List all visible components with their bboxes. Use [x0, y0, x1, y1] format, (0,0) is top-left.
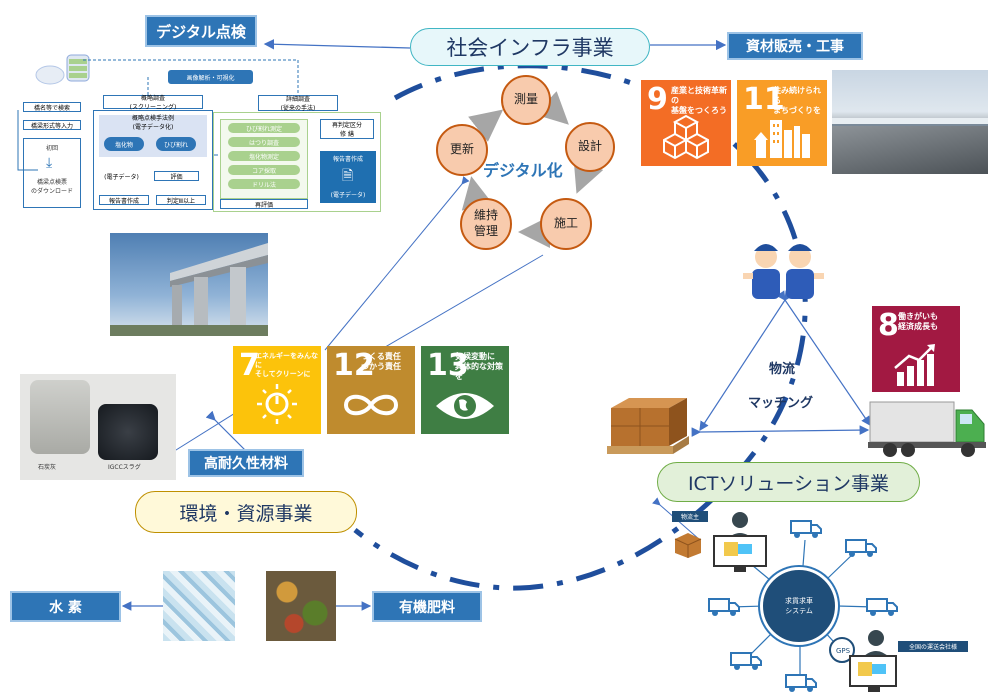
organic-fertilizer-label: 有機肥料	[372, 591, 482, 622]
growth-chart-icon	[894, 344, 935, 386]
document-icon: 🗎	[342, 168, 354, 184]
carriers-label: 全国の運送会社様	[898, 641, 968, 652]
detail-panel: ひび割れ測定 はつり調査 塩化物測定 コア採取 ドリル法 再評価 再判定区分 修…	[213, 112, 381, 212]
workers-illustration	[743, 244, 824, 299]
mini-truck-icon	[845, 539, 877, 557]
cubes-icon	[663, 114, 709, 160]
mini-truck-icon	[790, 520, 822, 538]
infra-business-pill: 社会インフラ事業	[410, 28, 650, 66]
sdg-12-tile: 12 つくる責任 つかう責任	[327, 346, 415, 434]
coal-ash-label: 石炭灰	[38, 464, 57, 471]
igcc-slag-label: IGCCスラグ	[108, 464, 141, 471]
carriers-terminal-icon: GPS	[829, 630, 897, 692]
judge-box: 判定Ⅲ以上	[156, 195, 206, 205]
bridge-road-photo	[832, 70, 988, 174]
hydrogen-label: 水 素	[10, 591, 121, 622]
logistics-label: 物流	[769, 362, 796, 377]
download-icon: ⤓	[46, 155, 53, 171]
report-file-box: 報告書作成 🗎 (電子データ)	[320, 151, 376, 203]
matching-label: マッチング	[748, 396, 814, 411]
materials-sales-label: 資材販売・工事	[727, 32, 863, 60]
buildings-icon	[754, 120, 810, 158]
manufacturer-terminal-icon	[713, 512, 767, 572]
screening-panel: 概略点検手法例 (電子データ化) 塩化物 ひび割れ (電子データ) 評価 報告書…	[93, 110, 213, 210]
repair-box: 再判定区分 修 繕	[320, 119, 374, 139]
crack-pill: ひび割れ	[156, 137, 196, 151]
sdg-8-tile: 8 働きがいも 経済成長も	[872, 306, 960, 392]
cycle-renewal: 更新	[436, 124, 488, 176]
env-business-pill: 環境・資源事業	[135, 491, 357, 533]
plastic-bottles-photo	[163, 571, 235, 641]
parcel-icon	[674, 533, 702, 558]
high-durability-label: 高耐久性材料	[188, 449, 304, 477]
mini-truck-icon	[708, 598, 740, 616]
detail-header: 詳細調査 (従来の手法)	[258, 95, 338, 112]
infinity-icon	[343, 394, 399, 416]
manufacturer-label: 物流主	[672, 511, 708, 522]
sdg-9-tile: 9 産業と技術革新の 基盤をつくろう	[641, 80, 731, 166]
report-box: 報告書作成	[99, 195, 149, 205]
inspection-flow-diagram: 画像解析・可視化 橋名等で検索 橋梁形式等入力 初回 ⤓ 橋梁点検票 のダウンロ…	[8, 50, 388, 225]
mini-truck-icon	[866, 598, 898, 616]
sdg-11-tile: 11 住み続けられる まちづくりを	[737, 80, 827, 166]
sun-power-icon	[257, 384, 297, 424]
coal-ash-samples-photo: 石炭灰 IGCCスラグ	[20, 374, 176, 480]
cycle-survey: 測量	[501, 75, 551, 125]
salt-pill: 塩化物	[104, 137, 144, 151]
mini-truck-icon	[730, 652, 762, 670]
download-box: 初回 ⤓ 橋梁点検票 のダウンロード	[23, 138, 81, 208]
digitalization-label: デジタル化	[483, 161, 563, 180]
mini-truck-icon	[785, 674, 817, 692]
truck-icon	[868, 401, 986, 457]
cargo-boxes-icon	[607, 398, 689, 454]
earth-eye-icon	[436, 393, 494, 419]
sdg-13-tile: 13 気候変動に 具体的な対策を	[421, 346, 509, 434]
reevaluate-box: 再評価	[220, 199, 308, 209]
ict-hub-circle: 求貨求車 システム	[760, 567, 838, 645]
cloud-database-icon	[35, 54, 90, 85]
bridge-search-box: 橋名等で検索	[23, 102, 81, 112]
food-waste-photo	[266, 571, 336, 641]
ict-business-pill: ICTソリューション事業	[657, 462, 920, 502]
highway-bridge-photo	[110, 233, 268, 336]
bridge-input-box: 橋梁形式等入力	[23, 120, 81, 130]
screening-header: 概略調査 (スクリーニング)	[103, 95, 203, 111]
image-analysis-box: 画像解析・可視化	[168, 70, 253, 84]
digital-inspection-label: デジタル点検	[145, 15, 257, 47]
evaluate-box: 評価	[154, 171, 199, 181]
cycle-construction: 施工	[540, 198, 592, 250]
cycle-design: 設計	[565, 122, 615, 172]
sdg-7-tile: 7 エネルギーをみんなに そしてクリーンに	[233, 346, 321, 434]
cycle-maintenance: 維持管理	[460, 198, 512, 250]
svg-text:GPS: GPS	[836, 647, 851, 655]
